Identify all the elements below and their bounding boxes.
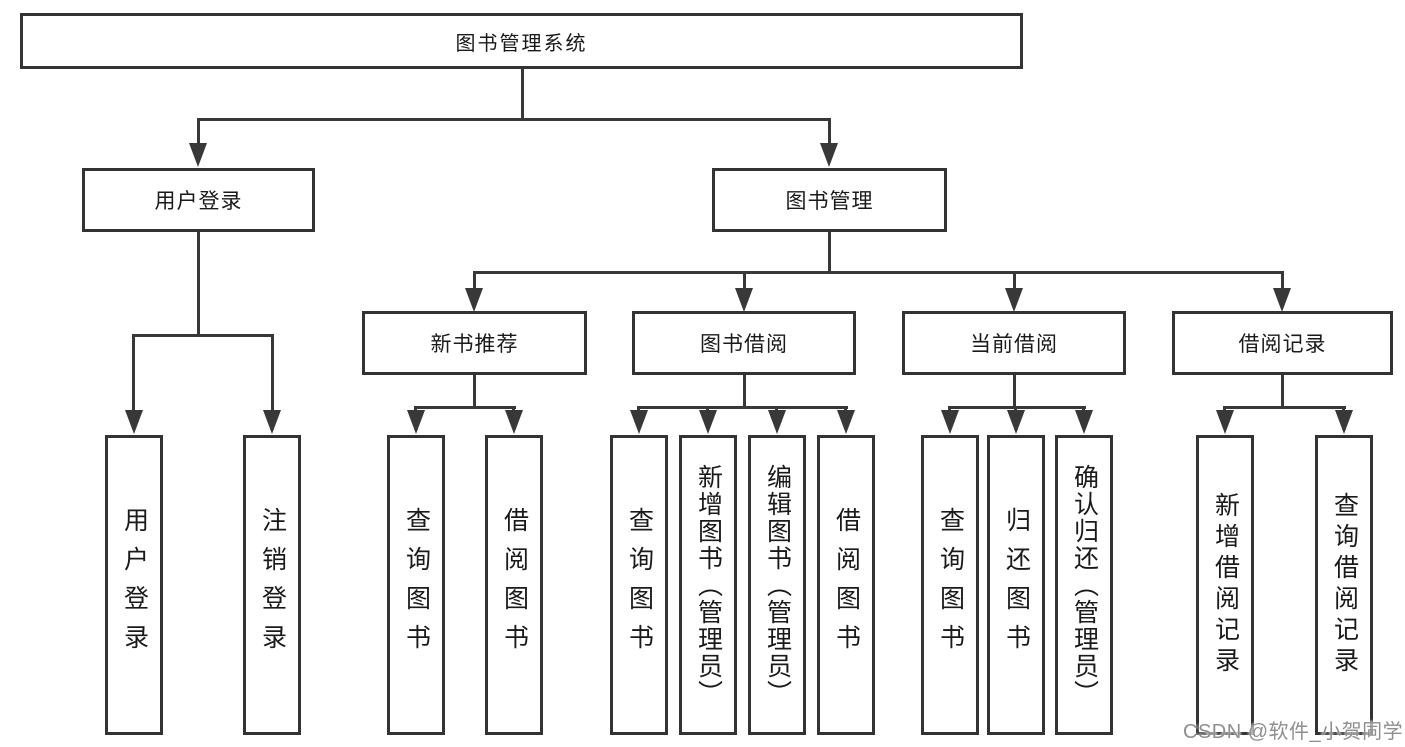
node-label: 用户登录 [154, 190, 243, 213]
node-label: 图书管理系统 [455, 32, 588, 55]
leaf-confirm-return-admin: 确认归还（管理员） [1055, 435, 1113, 735]
node-borrowing-records: 借阅记录 [1172, 311, 1393, 375]
node-label: 新增借阅记录 [1211, 492, 1240, 678]
node-label: 图书借阅 [700, 333, 788, 356]
node-label: 借阅图书 [832, 507, 861, 663]
leaf-query-borrow-record: 查询借阅记录 [1315, 435, 1373, 735]
leaf-user-login: 用户登录 [105, 435, 163, 735]
connector-line [1223, 406, 1346, 409]
leaf-add-borrow-record: 新增借阅记录 [1196, 435, 1254, 735]
node-new-book-recommendation: 新书推荐 [362, 311, 587, 375]
arrowhead-down-icon [1335, 410, 1353, 434]
connector-line [132, 334, 135, 412]
arrowhead-down-icon [1075, 410, 1093, 434]
connector-line [828, 118, 831, 146]
connector-line [948, 406, 1086, 409]
arrowhead-down-icon [263, 410, 281, 434]
node-label: 确认归还（管理员） [1070, 463, 1099, 707]
arrowhead-down-icon [1005, 288, 1023, 312]
node-library-management-system: 图书管理系统 [20, 13, 1023, 69]
node-label: 新书推荐 [430, 333, 519, 356]
node-label: 归还图书 [1002, 507, 1031, 663]
arrowhead-down-icon [1007, 410, 1025, 434]
arrowhead-down-icon [407, 410, 425, 434]
leaf-edit-books-admin: 编辑图书（管理员） [748, 435, 806, 735]
node-book-borrowing: 图书借阅 [632, 311, 856, 375]
arrowhead-down-icon [505, 410, 523, 434]
arrowhead-down-icon [768, 410, 786, 434]
connector-line [1281, 271, 1284, 291]
connector-line [828, 232, 831, 274]
arrowhead-down-icon [699, 410, 717, 434]
connector-line [743, 373, 746, 409]
node-label: 查询图书 [936, 507, 965, 663]
leaf-query-books-borrow: 查询图书 [610, 435, 668, 735]
node-label: 借阅记录 [1238, 333, 1327, 356]
leaf-logout: 注销登录 [243, 435, 301, 735]
connector-line [197, 118, 831, 121]
arrowhead-down-icon [189, 143, 207, 167]
leaf-borrow-books: 借阅图书 [817, 435, 875, 735]
node-label: 查询图书 [402, 507, 431, 663]
node-label: 当前借阅 [970, 333, 1058, 356]
arrowhead-down-icon [125, 410, 143, 434]
connector-line [473, 271, 1283, 274]
node-current-borrowing: 当前借阅 [902, 311, 1126, 375]
connector-line [473, 373, 476, 409]
connector-line [197, 118, 200, 146]
node-label: 查询借阅记录 [1330, 492, 1359, 678]
arrowhead-down-icon [941, 410, 959, 434]
connector-line [132, 334, 274, 337]
arrowhead-down-icon [837, 410, 855, 434]
connector-line [637, 406, 848, 409]
connector-line [1013, 373, 1016, 409]
arrowhead-down-icon [1273, 288, 1291, 312]
connector-line [521, 66, 524, 120]
node-label: 编辑图书（管理员） [763, 463, 792, 707]
watermark: CSDN @软件_小贺同学 [1183, 721, 1404, 743]
node-label: 新增图书（管理员） [694, 463, 723, 707]
connector-line [1281, 373, 1284, 409]
connector-line [271, 334, 274, 412]
leaf-return-books: 归还图书 [987, 435, 1045, 735]
node-label: 用户登录 [120, 507, 149, 663]
arrowhead-down-icon [820, 143, 838, 167]
node-label: 查询图书 [625, 507, 654, 663]
node-user-login: 用户登录 [82, 168, 315, 232]
arrowhead-down-icon [465, 288, 483, 312]
connector-line [743, 271, 746, 291]
leaf-borrow-books-recommend: 借阅图书 [485, 435, 543, 735]
arrowhead-down-icon [735, 288, 753, 312]
leaf-add-books-admin: 新增图书（管理员） [679, 435, 737, 735]
connector-line [473, 271, 476, 291]
node-book-management: 图书管理 [712, 168, 947, 232]
node-label: 图书管理 [785, 190, 874, 213]
arrowhead-down-icon [630, 410, 648, 434]
connector-line [1013, 271, 1016, 291]
node-label: 注销登录 [258, 507, 287, 663]
node-label: 借阅图书 [500, 507, 529, 663]
leaf-query-books-recommend: 查询图书 [387, 435, 445, 735]
connector-line [414, 406, 516, 409]
arrowhead-down-icon [1216, 410, 1234, 434]
connector-line [197, 232, 200, 336]
leaf-query-books-current: 查询图书 [921, 435, 979, 735]
